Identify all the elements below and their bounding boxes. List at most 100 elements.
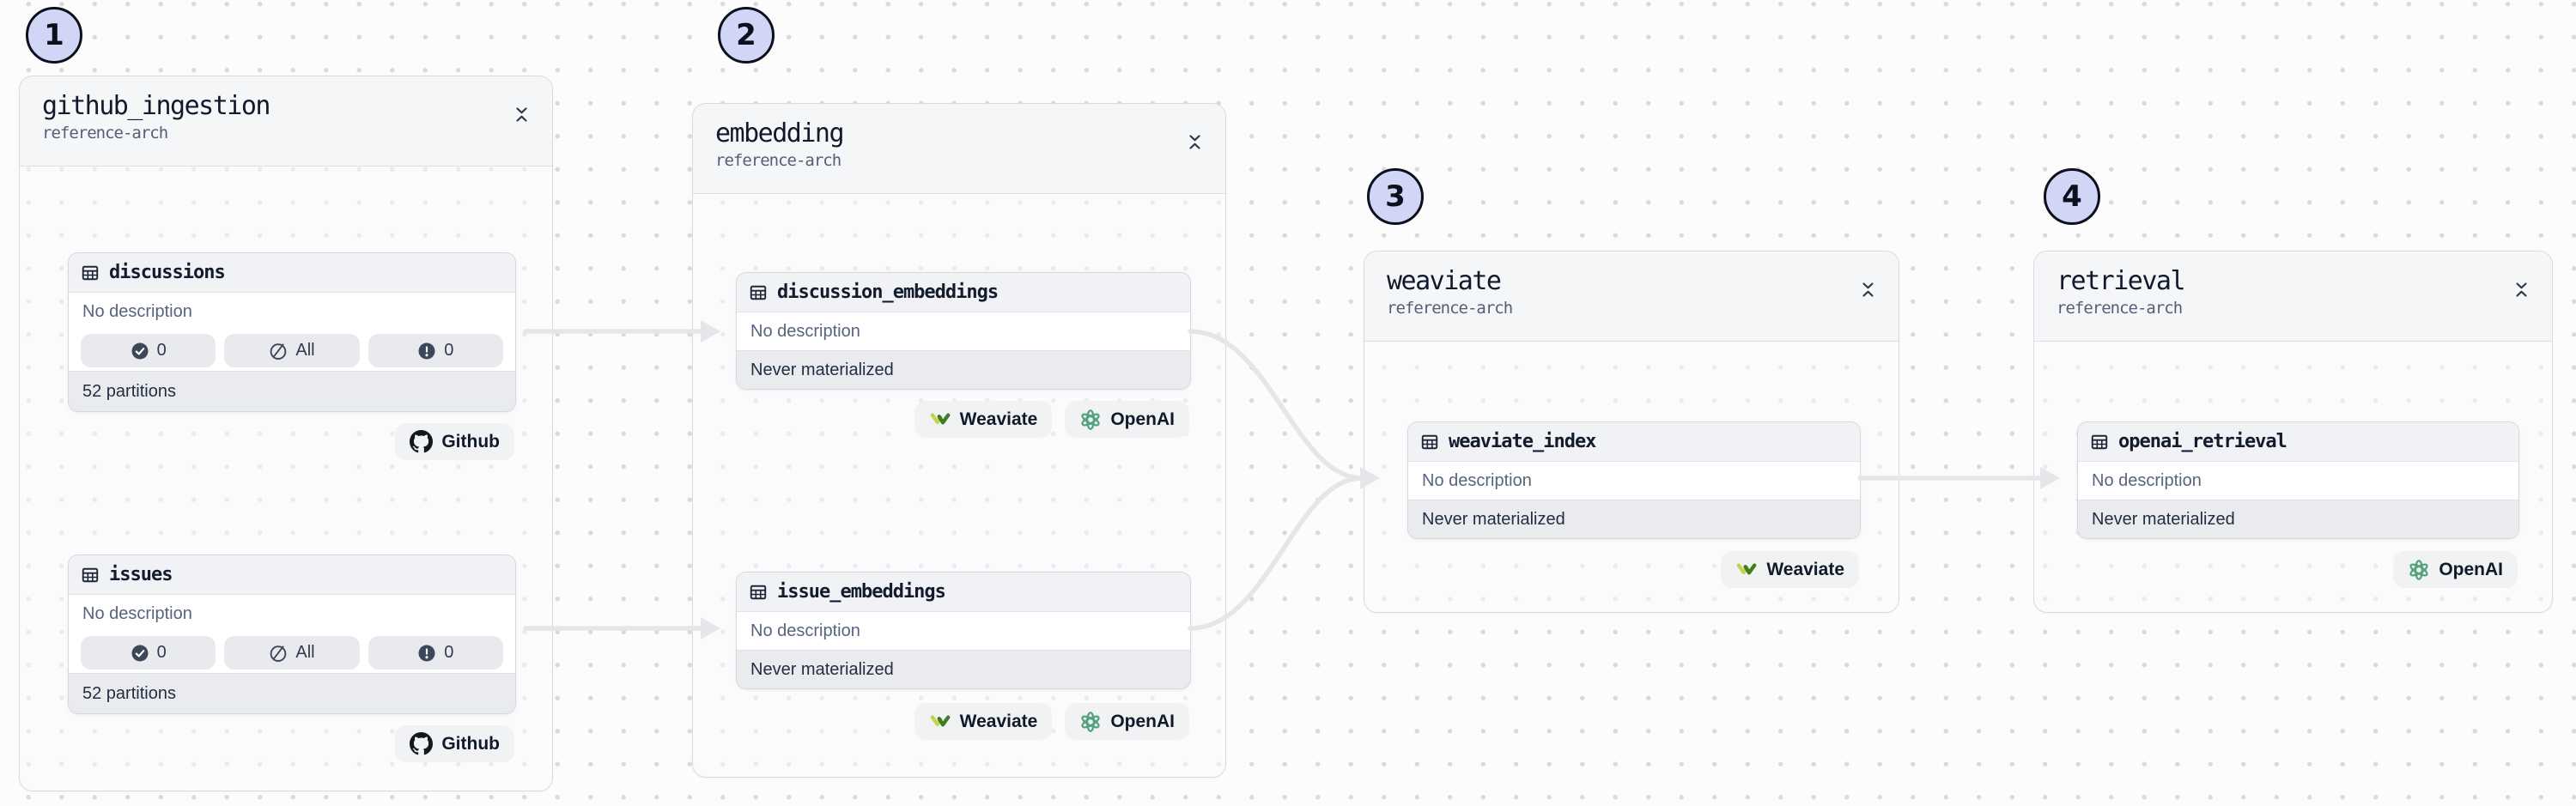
asset-node-issues[interactable]: issues No description 0 All 0 52 partiti… [68,555,516,714]
group-github-ingestion: github_ingestion reference-arch discussi… [19,76,553,791]
tag-label: Weaviate [959,711,1038,731]
tag-openai: OpenAI [1065,703,1189,740]
github-icon [410,430,433,453]
weaviate-icon [1735,561,1758,579]
step-badge-number: 2 [736,18,756,52]
weaviate-icon [929,410,951,429]
tag-label: Github [441,431,500,451]
pill-label: 0 [156,643,167,662]
partition-status-row: 0 All 0 [69,330,515,371]
tag-github: Github [395,725,514,762]
partition-success-pill[interactable]: 0 [81,334,216,367]
asset-name: issue_embeddings [777,581,946,603]
partition-failed-pill[interactable]: 0 [368,636,503,670]
weaviate-icon [929,712,951,731]
asset-description: No description [750,321,860,341]
partition-missing-pill[interactable]: All [224,636,360,670]
asset-description: No description [82,603,192,623]
collapse-chevrons-icon[interactable] [1188,135,1201,149]
step-badge-1: 1 [26,7,82,64]
openai-icon [2408,559,2430,581]
openai-icon [1079,409,1102,431]
alert-circle-icon [417,342,436,361]
group-retrieval: retrieval reference-arch openai_retrieva… [2033,251,2553,613]
tag-label: Weaviate [1766,559,1844,579]
partition-status-row: 0 All 0 [69,633,515,673]
tag-openai: OpenAI [2393,551,2518,588]
pill-label: 0 [156,341,167,360]
group-weaviate: weaviate reference-arch weaviate_index N… [1364,251,1899,613]
group-title: github_ingestion [42,91,270,121]
table-icon [1420,433,1439,451]
tag-label: OpenAI [1110,711,1175,731]
collapse-chevrons-icon[interactable] [515,107,528,122]
asset-node-header: discussion_embeddings [737,273,1190,312]
table-icon [81,566,100,585]
asset-name: discussion_embeddings [777,282,999,303]
asset-node-weaviate-index[interactable]: weaviate_index No description Never mate… [1407,421,1861,539]
asset-node-issue-embeddings[interactable]: issue_embeddings No description Never ma… [736,572,1191,689]
check-circle-icon [131,644,149,663]
group-subtitle: reference-arch [42,124,168,142]
pill-label: All [295,643,315,662]
check-circle-icon [131,342,149,361]
asset-description: No description [1422,470,1532,490]
asset-node-discussion-embeddings[interactable]: discussion_embeddings No description Nev… [736,272,1191,390]
group-header-github-ingestion[interactable]: github_ingestion reference-arch [20,76,552,167]
table-icon [749,583,768,602]
materialization-status: Never materialized [2078,500,2518,538]
tag-row: Weaviate OpenAI [914,401,1189,438]
materialization-status: Never materialized [737,650,1190,688]
tag-label: Weaviate [959,409,1038,429]
asset-description: No description [82,301,192,321]
asset-name: openai_retrieval [2118,431,2287,452]
github-icon [410,732,433,755]
group-title: retrieval [2057,266,2186,296]
step-badge-2: 2 [718,7,775,64]
asset-node-discussions[interactable]: discussions No description 0 All 0 52 pa… [68,252,516,412]
tag-github: Github [395,423,514,460]
partition-missing-pill[interactable]: All [224,334,360,367]
tag-row: Weaviate OpenAI [914,703,1189,740]
group-title: embedding [715,118,845,148]
partition-success-pill[interactable]: 0 [81,636,216,670]
group-subtitle: reference-arch [2057,299,2183,318]
partition-failed-pill[interactable]: 0 [368,334,503,367]
pill-label: All [295,341,315,360]
collapse-chevrons-icon[interactable] [1862,282,1874,297]
slash-circle-icon [269,644,288,663]
asset-name: discussions [109,262,226,283]
group-embedding: embedding reference-arch discussion_embe… [692,103,1226,778]
alert-circle-icon [417,644,436,663]
asset-name: issues [109,564,173,585]
tag-openai: OpenAI [1065,401,1189,438]
tag-label: OpenAI [2439,559,2503,579]
asset-name: weaviate_index [1449,431,1596,452]
asset-node-openai-retrieval[interactable]: openai_retrieval No description Never ma… [2077,421,2519,539]
asset-node-header: issue_embeddings [737,573,1190,612]
materialization-status: Never materialized [737,350,1190,389]
collapse-chevrons-icon[interactable] [2515,282,2528,297]
tag-label: Github [441,733,500,754]
asset-node-header: openai_retrieval [2078,422,2518,462]
openai-icon [1079,711,1102,733]
table-icon [749,283,768,302]
asset-node-header: discussions [69,253,515,293]
group-title: weaviate [1387,266,1502,296]
asset-node-header: weaviate_index [1408,422,1860,462]
group-subtitle: reference-arch [1387,299,1513,318]
step-badge-4: 4 [2044,168,2100,225]
tag-weaviate: Weaviate [1721,551,1859,588]
asset-description: No description [2092,470,2202,490]
group-header-weaviate[interactable]: weaviate reference-arch [1364,251,1899,342]
tag-row: OpenAI [2393,551,2518,588]
step-badge-number: 3 [1385,179,1406,214]
asset-node-header: issues [69,555,515,595]
group-header-retrieval[interactable]: retrieval reference-arch [2034,251,2552,342]
group-subtitle: reference-arch [715,151,841,170]
slash-circle-icon [269,342,288,361]
group-header-embedding[interactable]: embedding reference-arch [693,104,1225,194]
tag-weaviate: Weaviate [914,703,1053,740]
asset-description: No description [750,621,860,640]
